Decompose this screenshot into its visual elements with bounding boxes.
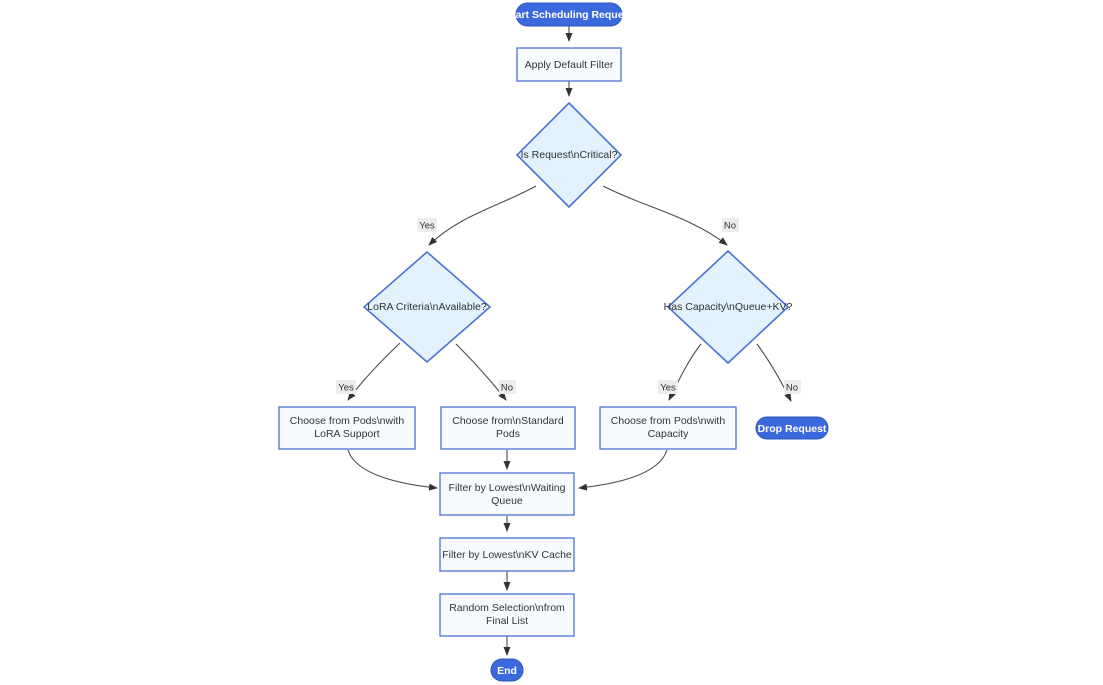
node-end-label: End	[497, 665, 517, 677]
edge-label-hascapacity-yes: Yes	[658, 380, 678, 394]
edge-label-text: Yes	[338, 383, 354, 394]
node-lora-criteria-available[interactable]: LoRA Criteria\nAvailable?	[362, 250, 492, 364]
node-choose-lora-pods-label-line1: Choose from Pods\nwith	[290, 415, 405, 427]
edge-loracriteria-to-lorapods	[347, 342, 401, 401]
node-random-selection-label-line2: Final List	[486, 615, 528, 627]
node-filter-waiting-queue-label-line1: Filter by Lowest\nWaiting	[449, 482, 566, 494]
node-choose-capacity-pods-label-line1: Choose from Pods\nwith	[611, 415, 726, 427]
node-apply-default-filter[interactable]: Apply Default Filter	[516, 47, 622, 82]
node-is-request-critical[interactable]: Is Request\nCritical?	[515, 101, 623, 209]
node-drop-request-label: Drop Request	[758, 423, 827, 435]
edge-label-text: No	[501, 383, 513, 394]
node-choose-standard-pods-label-line1: Choose from\nStandard	[452, 415, 564, 427]
edge-label-loracriteria-yes: Yes	[336, 380, 356, 394]
node-choose-standard-pods-label-line2: Pods	[496, 428, 520, 440]
node-choose-capacity-pods-label-line2: Capacity	[648, 428, 690, 440]
node-has-capacity-label: Has Capacity\nQueue+KV?	[664, 301, 793, 313]
node-choose-standard-pods[interactable]: Choose from\nStandard Pods	[440, 406, 576, 450]
edge-capacitypods-to-filterqueue	[578, 449, 668, 491]
edge-hascapacity-to-capacitypods	[668, 343, 702, 401]
node-filter-waiting-queue-label-line2: Queue	[491, 495, 523, 507]
node-random-selection[interactable]: Random Selection\nfrom Final List	[439, 593, 575, 637]
edge-label-iscritical-no: No	[722, 218, 739, 232]
edge-label-text: No	[786, 383, 798, 394]
edge-label-hascapacity-no: No	[784, 380, 801, 394]
edge-label-loracriteria-no: No	[499, 380, 516, 394]
node-apply-default-filter-label: Apply Default Filter	[525, 59, 614, 71]
edge-group	[347, 26, 792, 656]
edge-label-text: Yes	[419, 221, 435, 232]
edge-iscritical-to-hascapacity	[602, 185, 728, 246]
node-random-selection-label-line1: Random Selection\nfrom	[449, 602, 565, 614]
node-drop-request[interactable]: Drop Request	[755, 416, 829, 440]
edge-label-text: Yes	[660, 383, 676, 394]
edge-label-iscritical-yes: Yes	[417, 218, 437, 232]
node-filter-kv-cache[interactable]: Filter by Lowest\nKV Cache	[439, 537, 575, 572]
edge-iscritical-to-loracriteria	[428, 185, 537, 246]
node-lora-criteria-available-label: LoRA Criteria\nAvailable?	[367, 301, 487, 313]
edge-label-text: No	[724, 221, 736, 232]
node-end[interactable]: End	[490, 658, 524, 682]
node-filter-waiting-queue[interactable]: Filter by Lowest\nWaiting Queue	[439, 472, 575, 516]
edge-loracriteria-to-standardpods	[455, 343, 507, 401]
node-choose-capacity-pods[interactable]: Choose from Pods\nwith Capacity	[599, 406, 737, 450]
node-has-capacity[interactable]: Has Capacity\nQueue+KV?	[664, 249, 793, 365]
node-choose-lora-pods[interactable]: Choose from Pods\nwith LoRA Support	[278, 406, 416, 450]
node-filter-kv-cache-label: Filter by Lowest\nKV Cache	[442, 549, 572, 561]
edge-hascapacity-to-droprequest	[756, 343, 792, 402]
node-choose-lora-pods-label-line2: LoRA Support	[314, 428, 379, 440]
node-start-label: Start Scheduling Request	[505, 9, 633, 21]
node-start[interactable]: Start Scheduling Request	[505, 2, 633, 27]
edge-lorapods-to-filterqueue	[347, 449, 438, 491]
edge-label-group: Yes No Yes No Yes No	[336, 218, 801, 394]
node-is-request-critical-label: Is Request\nCritical?	[521, 149, 618, 161]
